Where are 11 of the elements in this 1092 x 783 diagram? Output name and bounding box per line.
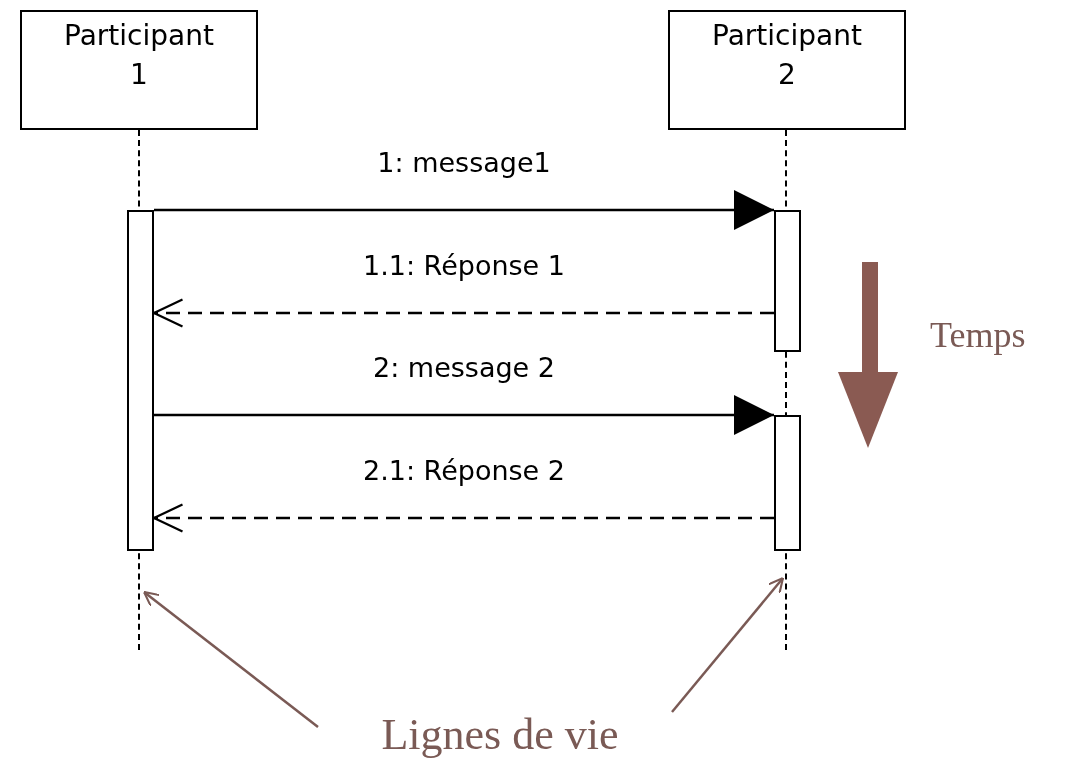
leader-line [671,576,785,713]
activation-bar [127,210,154,551]
participant-box: Participant 2 [668,10,906,130]
activation-bar [774,415,801,551]
participant-box: Participant 1 [20,10,258,130]
leader-line [142,590,319,728]
time-label: Temps [930,314,1026,357]
message-arrow [154,190,774,230]
activation-bar [774,210,801,352]
message-arrow [154,395,774,435]
caption-text: Lignes de vie [330,700,670,770]
